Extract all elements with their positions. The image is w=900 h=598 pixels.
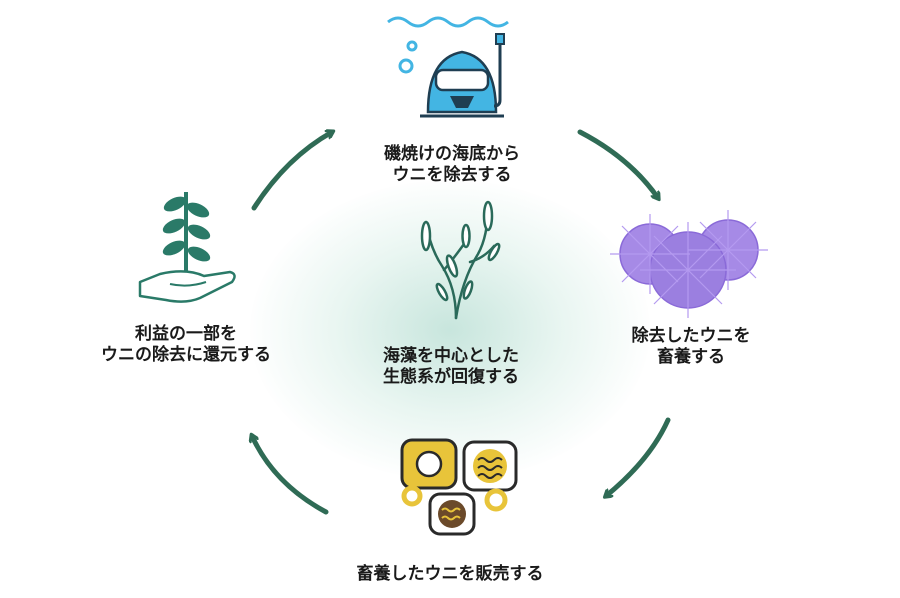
center-line-2: 生態系が回復する: [383, 367, 519, 387]
plant-in-hand-icon: [138, 192, 236, 303]
step-4-line-2: ウニの除去に還元する: [101, 345, 271, 365]
step-3-line-1: 畜養したウニを販売する: [356, 564, 544, 584]
step-1-line-2: ウニを除去する: [392, 165, 512, 185]
arrow-bottom-left: [252, 436, 329, 515]
center-ecosystem-label: 海藻を中心とした 生態系が回復する: [366, 346, 536, 388]
center-glow: [250, 180, 650, 480]
arrow-bottom-right: [606, 417, 671, 496]
step-2-line-2: 畜養する: [657, 347, 725, 367]
step-reinvest-profit-label: 利益の一部を ウニの除去に還元する: [86, 324, 286, 366]
step-2-line-1: 除去したウニを: [631, 326, 751, 346]
step-remove-urchins-label: 磯焼けの海底から ウニを除去する: [362, 144, 542, 186]
sushi-icon: [400, 438, 518, 536]
sea-urchin-icon: [610, 210, 768, 318]
step-4-line-1: 利益の一部を: [135, 324, 237, 344]
arrow-top-left: [251, 132, 332, 211]
step-1-line-1: 磯焼けの海底から: [384, 144, 520, 164]
step-farm-urchins-label: 除去したウニを 畜養する: [606, 326, 776, 368]
step-sell-urchins-label: 畜養したウニを販売する: [330, 564, 570, 585]
center-line-1: 海藻を中心とした: [383, 346, 519, 366]
diver-icon: [387, 16, 509, 118]
seaweed-icon: [420, 200, 501, 320]
arrow-top-right: [577, 129, 658, 198]
